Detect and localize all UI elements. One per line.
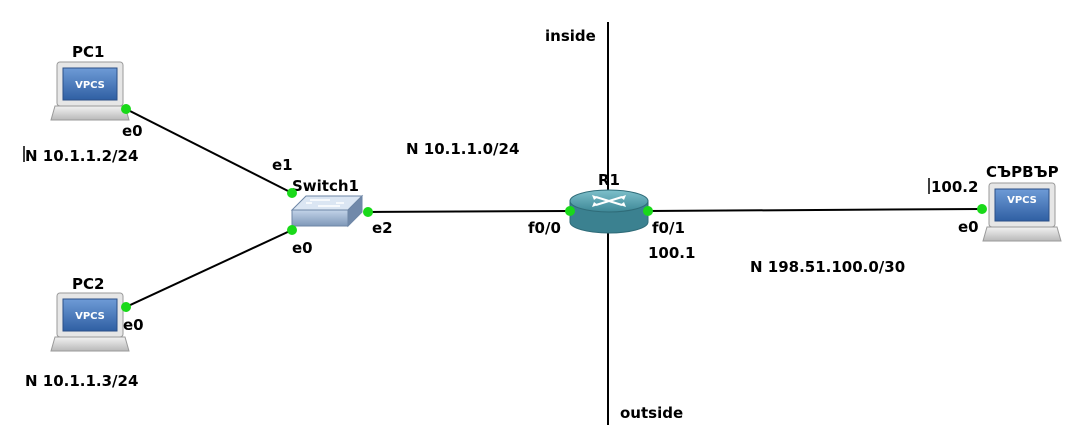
r1-address-label: 100.1 [648, 244, 695, 262]
switch1-e1-label: e1 [272, 156, 293, 174]
switch-icon [290, 194, 364, 228]
server-port-label: e0 [958, 218, 979, 236]
pc2-node[interactable]: VPCS PC2 [50, 275, 130, 352]
pc1-network-label: N 10.1.1.2/24 [25, 147, 138, 165]
link-pc2-switch1[interactable] [125, 229, 293, 308]
wan-network-label: N 198.51.100.0/30 [750, 258, 905, 276]
lan-network-label: N 10.1.1.0/24 [406, 140, 519, 158]
server-label: СЪРВЪР [986, 163, 1059, 181]
switch1-e2-port[interactable] [363, 207, 373, 217]
vpcs-computer-icon: VPCS [50, 61, 130, 121]
r1-f01-label: f0/1 [652, 219, 685, 237]
pc1-label: PC1 [72, 43, 104, 61]
pc1-node[interactable]: VPCS PC1 [50, 43, 130, 121]
pc1-badge: VPCS [75, 80, 105, 91]
switch1-e1-port[interactable] [287, 188, 297, 198]
r1-f00-port[interactable] [565, 206, 575, 216]
vpcs-computer-icon: VPCS [50, 292, 130, 352]
r1-f01-port[interactable] [643, 206, 653, 216]
pc2-label: PC2 [72, 275, 104, 293]
server-badge: VPCS [1007, 195, 1037, 206]
pc2-e0-port[interactable] [121, 302, 131, 312]
link-r1-server[interactable] [647, 208, 983, 212]
switch1-e0-port[interactable] [287, 225, 297, 235]
pc2-badge: VPCS [75, 311, 105, 322]
server-node[interactable]: VPCS СЪРВЪР [982, 163, 1062, 242]
pc2-port-label: e0 [123, 316, 144, 334]
switch1-label: Switch1 [292, 177, 359, 195]
router-icon [569, 189, 649, 234]
switch1-e2-label: e2 [372, 219, 393, 237]
server-address-label: 100.2 [931, 178, 978, 196]
link-pc1-switch1[interactable] [125, 108, 293, 194]
inside-zone-label: inside [545, 27, 596, 45]
link-switch1-r1[interactable] [367, 210, 571, 213]
switch1-e0-label: e0 [292, 239, 313, 257]
pc1-e0-port[interactable] [121, 104, 131, 114]
server-e0-port[interactable] [977, 204, 987, 214]
r1-label: R1 [598, 171, 620, 189]
vpcs-computer-icon: VPCS [982, 182, 1062, 242]
r1-f00-label: f0/0 [528, 219, 561, 237]
r1-node[interactable]: R1 [569, 171, 649, 234]
pc2-network-label: N 10.1.1.3/24 [25, 372, 138, 390]
pc1-port-label: e0 [122, 122, 143, 140]
outside-zone-label: outside [620, 404, 683, 422]
switch1-node[interactable]: Switch1 [290, 177, 364, 228]
